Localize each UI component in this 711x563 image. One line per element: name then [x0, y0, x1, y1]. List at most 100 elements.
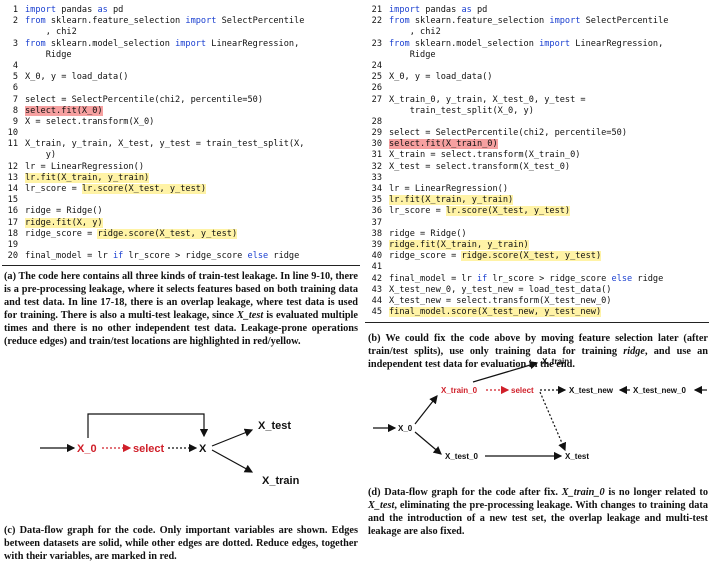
highlighted-code: ridge.fit(X_train, y_train) [389, 239, 529, 250]
code-keyword: import [175, 38, 207, 49]
code-text: X_train = select.transform(X_train_0) [389, 150, 581, 161]
line-number: 44 [371, 295, 382, 306]
highlighted-code: select.fit(X_train_0) [389, 139, 498, 150]
code-keyword: from [25, 16, 46, 27]
highlighted-code: final_model.score(X_test_new, y_test_new… [389, 307, 602, 318]
code-text: lr = LinearRegression() [389, 184, 508, 194]
code-line: 16 ridge = Ridge() [4, 206, 304, 217]
node-x0: X_0 [77, 443, 97, 455]
line-number: 29 [371, 128, 382, 139]
code-text: , chi2 [389, 27, 441, 38]
line-number: 37 [371, 217, 382, 228]
code-text: X_test_new = select.transform(X_test_new… [389, 295, 612, 306]
code-text: SelectPercentile [216, 16, 305, 27]
code-line: 39 ridge.fit(X_train, y_train) [368, 239, 668, 251]
code-line: , chi2 [368, 27, 668, 38]
code-text: lr_score > ridge_score [123, 251, 248, 262]
highlighted-code: lr.score(X_test, y_test) [81, 184, 207, 194]
line-number: 9 [12, 116, 18, 127]
line-number: 30 [371, 139, 382, 150]
line-number: 39 [371, 239, 382, 250]
line-number: 15 [7, 195, 18, 206]
line-number: 27 [371, 94, 382, 105]
code-line: 33 [368, 173, 668, 184]
node-x-train-0: X_train_0 [441, 386, 478, 395]
line-number: 11 [7, 139, 18, 150]
line-number: 31 [371, 150, 382, 161]
code-text: select = SelectPercentile(chi2, percenti… [389, 128, 627, 139]
caption-text: , eliminating the pre-processing leakage… [368, 500, 708, 537]
code-line: 19 [4, 240, 304, 251]
line-number: 18 [7, 228, 18, 239]
code-keyword: as [461, 5, 472, 15]
line-number: 16 [7, 206, 18, 217]
line-number: 23 [371, 38, 382, 49]
code-text: Ridge [389, 49, 436, 60]
code-line: 15 [4, 195, 304, 206]
node-x-train: X_train [262, 475, 300, 487]
code-line: 4 [4, 61, 304, 72]
dataflow-graph-c: X_0 select X X_test X_train [40, 413, 300, 487]
caption-emphasis: X_test [368, 500, 395, 511]
code-keyword: from [389, 38, 410, 49]
code-text: pandas [420, 5, 462, 15]
code-keyword: import [539, 38, 571, 49]
code-text: sklearn.model_selection [45, 38, 176, 49]
code-text: ridge = Ridge() [389, 228, 467, 239]
edge-xtrain0-xtrain [472, 361, 539, 383]
caption-text: , and use an independent test data for e… [368, 346, 708, 370]
code-keyword: import [185, 16, 217, 27]
code-text: sklearn.feature_selection [409, 16, 550, 27]
code-text: , chi2 [25, 27, 77, 38]
node-x-test: X_test [258, 420, 291, 432]
line-number: 22 [371, 16, 382, 27]
code-keyword: import [389, 5, 421, 15]
line-number: 17 [7, 217, 18, 228]
line-number: 6 [12, 83, 18, 94]
code-text: X_train_0, y_train, X_test_0, y_test = [389, 94, 586, 105]
code-text: pandas [56, 5, 98, 15]
line-number: 19 [7, 239, 18, 250]
code-line: 31 X_train = select.transform(X_train_0) [368, 150, 668, 161]
code-text: X_0, y = load_data() [25, 72, 129, 83]
node-select: select [133, 443, 165, 455]
node-x-test-0: X_test_0 [445, 452, 478, 461]
line-number: 4 [12, 60, 18, 71]
caption-text: (a) The code here contains all three kin… [4, 271, 358, 321]
code-line: 28 [368, 117, 668, 128]
code-text: X_test = select.transform(X_test_0) [389, 161, 571, 172]
caption-text: (b) We could fix the code above by movin… [368, 333, 708, 357]
edge-x-xtrain [211, 449, 254, 473]
divider-b [365, 322, 709, 323]
line-number: 43 [371, 284, 382, 295]
line-number: 2 [12, 16, 18, 27]
line-number: 24 [371, 60, 382, 71]
code-line: 37 [368, 218, 668, 229]
node-x-test-new: X_test_new [569, 386, 614, 395]
node-x-test-new-0: X_test_new_0 [633, 386, 686, 395]
code-keyword: import [549, 16, 581, 27]
caption-text: is no longer related to [604, 487, 708, 498]
code-text: Ridge [25, 49, 72, 60]
code-text: pd [471, 5, 488, 15]
code-text: ridge = Ridge() [25, 206, 103, 217]
code-keyword: as [97, 5, 108, 15]
edge-x0-x-solid [87, 413, 209, 438]
code-text: lr = LinearRegression() [25, 161, 144, 172]
code-text: select = SelectPercentile(chi2, percenti… [25, 94, 263, 105]
caption-d: (d) Data-flow graph for the code after f… [368, 486, 708, 538]
code-text: ridge_score = [25, 228, 98, 239]
